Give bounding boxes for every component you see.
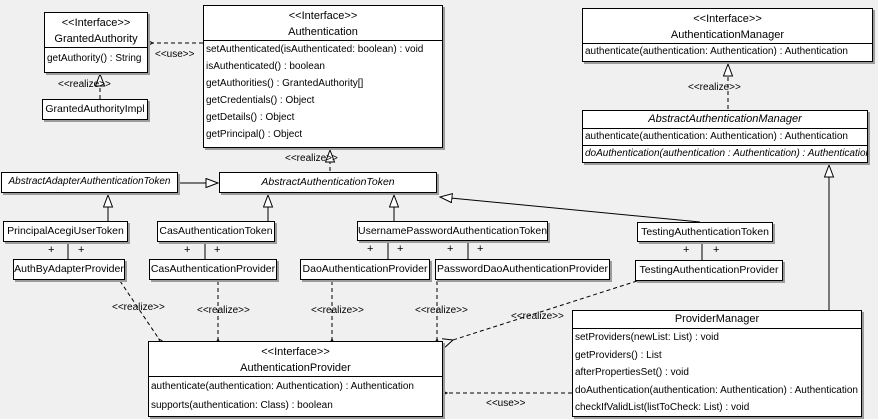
edge-realize-testingprovider: [453, 280, 638, 340]
class-name: AuthenticationManager: [670, 29, 785, 41]
edge-label-realize: <<realize>>: [511, 311, 564, 322]
method: setAuthenticated(isAuthenticated: boolea…: [206, 44, 424, 55]
method: authenticate(authentication: Authenticat…: [585, 131, 848, 142]
class-abstract-authentication-manager: AbstractAuthenticationManager authentica…: [582, 110, 868, 163]
class-granted-authority-impl: GrantedAuthorityImpl: [42, 99, 148, 120]
class-authentication-manager: <<Interface>> AuthenticationManager auth…: [582, 8, 873, 62]
edge-label-realize: <<realize>>: [112, 302, 165, 313]
assoc-plus-marker: +: [397, 243, 404, 255]
method: getPrincipal() : Object: [206, 129, 303, 140]
edge-label-realize: <<realize>>: [197, 305, 250, 316]
edge-realize-authbyadapterprovider: [119, 280, 159, 339]
method: checkIfValidList(listToCheck: List) : vo…: [575, 402, 750, 413]
method: doAuthentication(authentication: Authent…: [575, 384, 858, 396]
class-name: AuthenticationProvider: [240, 362, 351, 374]
class-name: GrantedAuthority: [54, 33, 138, 45]
method: authenticate(authentication: Authenticat…: [585, 46, 848, 57]
class-name: CasAuthenticationToken: [159, 225, 273, 237]
method: afterPropertiesSet() : void: [575, 367, 689, 378]
class-principal-acegi-user-token: PrincipalAcegiUserToken: [3, 221, 128, 242]
method: authenticate(authentication: Authenticat…: [151, 381, 414, 392]
method: isAuthenticated() : boolean: [206, 61, 325, 72]
class-authentication-provider: <<Interface>> AuthenticationProvider aut…: [148, 341, 443, 417]
assoc-plus-marker: +: [78, 244, 85, 256]
assoc-plus-marker: +: [447, 243, 454, 255]
class-name: ProviderManager: [674, 313, 760, 325]
class-testing-authentication-token: TestingAuthenticationToken: [637, 222, 773, 242]
method: getCredentials() : Object: [206, 95, 315, 106]
edge-label-realize: <<realize>>: [285, 153, 338, 164]
class-name: AuthByAdapterProvider: [14, 263, 124, 275]
assoc-plus-marker: +: [184, 244, 191, 256]
class-provider-manager: ProviderManager setProviders(newList: Li…: [572, 310, 862, 417]
assoc-plus-marker: +: [214, 244, 221, 256]
stereotype-label: <<Interface>>: [61, 17, 131, 29]
edge-label-realize: <<realize>>: [311, 305, 364, 316]
class-name: AbstractAdapterAuthenticationToken: [8, 176, 171, 187]
class-name: PrincipalAcegiUserToken: [7, 225, 124, 237]
class-name: CasAuthenticationProvider: [150, 263, 276, 275]
class-abstract-adapter-authentication-token: AbstractAdapterAuthenticationToken: [1, 172, 178, 193]
assoc-plus-marker: +: [477, 243, 484, 255]
assoc-plus-marker: +: [713, 244, 720, 256]
class-name: AbstractAuthenticationManager: [648, 113, 802, 125]
class-cas-authentication-provider: CasAuthenticationProvider: [149, 259, 277, 280]
class-username-password-authentication-token: UsernamePasswordAuthenticationToken: [357, 221, 548, 241]
method: getAuthority() : String: [47, 53, 142, 64]
assoc-plus-marker: +: [683, 244, 690, 256]
edge-generalize-testingtoken: [440, 197, 701, 223]
stereotype-label: <<Interface>>: [288, 10, 358, 22]
stereotype-label: <<Interface>>: [693, 13, 762, 25]
class-authentication: <<Interface>> Authentication setAuthenti…: [203, 5, 443, 148]
method: supports(authentication: Class) : boolea…: [151, 400, 333, 411]
edge-label-realize: <<realize>>: [415, 305, 468, 316]
method-abstract: doAuthentication(authentication : Authen…: [583, 145, 867, 162]
class-name: TestingAuthenticationProvider: [639, 264, 779, 276]
method: getProviders() : List: [575, 349, 662, 361]
method: getDetails() : Object: [206, 112, 295, 123]
method: setProviders(newList: List) : void: [575, 332, 719, 343]
class-name: TestingAuthenticationToken: [641, 226, 769, 238]
edge-label-realize: <<realize>>: [688, 82, 741, 93]
class-password-dao-authentication-provider: PasswordDaoAuthenticationProvider: [435, 259, 610, 280]
edge-label-use: <<use>>: [486, 398, 526, 409]
class-name: UsernamePasswordAuthenticationToken: [358, 225, 548, 237]
stereotype-label: <<Interface>>: [261, 346, 330, 358]
class-name: GrantedAuthorityImpl: [45, 103, 145, 115]
class-name: PasswordDaoAuthenticationProvider: [436, 263, 608, 275]
class-abstract-authentication-token: AbstractAuthenticationToken: [219, 172, 437, 193]
class-cas-authentication-token: CasAuthenticationToken: [157, 221, 275, 242]
class-testing-authentication-provider: TestingAuthenticationProvider: [635, 260, 783, 281]
assoc-plus-marker: +: [48, 244, 55, 256]
class-granted-authority: <<Interface>> GrantedAuthority getAuthor…: [44, 12, 148, 73]
class-name: Authentication: [288, 26, 358, 38]
class-dao-authentication-provider: DaoAuthenticationProvider: [300, 259, 430, 280]
class-name: AbstractAuthenticationToken: [261, 176, 395, 188]
method: getAuthorities() : GrantedAuthority[]: [206, 78, 364, 89]
class-auth-by-adapter-provider: AuthByAdapterProvider: [13, 259, 125, 280]
class-name: DaoAuthenticationProvider: [302, 263, 428, 275]
edge-label-realize: <<realize>>: [58, 79, 111, 90]
assoc-plus-marker: +: [367, 243, 374, 255]
edge-label-use: <<use>>: [155, 49, 195, 60]
